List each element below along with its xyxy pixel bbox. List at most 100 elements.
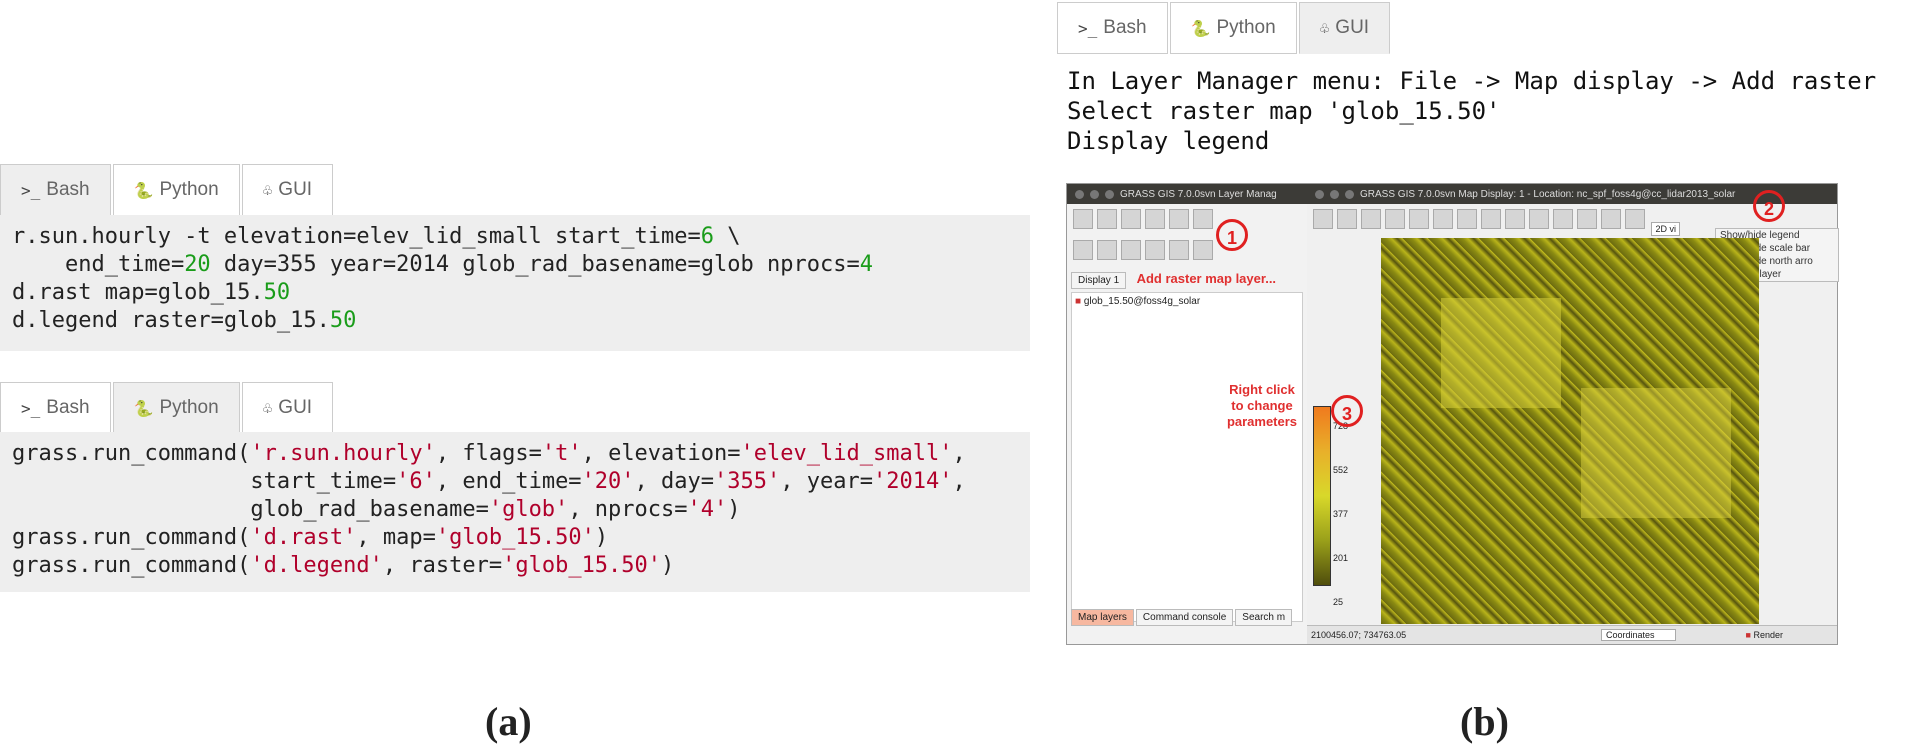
tab-bash[interactable]: >_Bash bbox=[0, 164, 111, 216]
map-bright-area bbox=[1581, 388, 1731, 518]
window-title: GRASS GIS 7.0.0svn Map Display: 1 - Loca… bbox=[1360, 188, 1736, 200]
display-icon[interactable] bbox=[1313, 209, 1333, 229]
zoom-back-icon[interactable] bbox=[1553, 209, 1573, 229]
code-text: , flags= bbox=[435, 441, 542, 466]
menu-show-legend[interactable]: Show/hide legend bbox=[1720, 230, 1800, 241]
tab-gui-label: GUI bbox=[278, 179, 313, 200]
tab-gui[interactable]: ♧GUI bbox=[241, 164, 334, 216]
grass-icon: ♧ bbox=[262, 398, 273, 418]
map-bright-area bbox=[1441, 298, 1561, 408]
render-checkbox[interactable]: ■ Render bbox=[1746, 630, 1783, 640]
layer-item[interactable]: glob_15.50@foss4g_solar bbox=[1083, 296, 1201, 307]
tab-bash[interactable]: >_Bash bbox=[0, 382, 111, 434]
toolbar-button[interactable] bbox=[1145, 209, 1165, 229]
code-text: , end_time= bbox=[435, 469, 582, 494]
render-icon[interactable] bbox=[1337, 209, 1357, 229]
analyze-icon[interactable] bbox=[1601, 209, 1621, 229]
instructions: In Layer Manager menu: File -> Map displ… bbox=[1067, 66, 1876, 156]
bash-code-block: r.sun.hourly -t elevation=elev_lid_small… bbox=[0, 215, 1030, 351]
tab-python-label: Python bbox=[1216, 17, 1276, 38]
gui-tabset-b: >_Bash 🐍Python ♧GUI bbox=[1057, 2, 1392, 54]
menu-show-north-arrow[interactable]: Show/hide north arro bbox=[1720, 256, 1813, 267]
coordinates-readout: 2100456.07; 734763.05 bbox=[1311, 630, 1407, 640]
erase-icon[interactable] bbox=[1361, 209, 1381, 229]
code-text: , year= bbox=[780, 469, 873, 494]
tab-python-label: Python bbox=[159, 179, 219, 200]
view-mode-select[interactable]: 2D vi bbox=[1651, 222, 1680, 236]
python-icon: 🐍 bbox=[133, 398, 154, 418]
code-string: 'glob_15.50' bbox=[435, 525, 595, 550]
code-string: '6' bbox=[396, 469, 436, 494]
toolbar-button[interactable] bbox=[1145, 240, 1165, 260]
decoration-icon[interactable] bbox=[1625, 209, 1645, 229]
instruction-line: Select raster map 'glob_15.50' bbox=[1067, 97, 1501, 125]
layer-manager-window: GRASS GIS 7.0.0svn Layer Manag Display 1… bbox=[1067, 184, 1308, 644]
tab-bash-label: Bash bbox=[46, 179, 90, 200]
query-icon[interactable] bbox=[1409, 209, 1429, 229]
tab-python[interactable]: 🐍Python bbox=[112, 164, 240, 216]
code-number: 50 bbox=[263, 280, 291, 305]
code-text: start_time= bbox=[12, 469, 397, 494]
toolbar-button[interactable] bbox=[1073, 209, 1093, 229]
toolbar-button[interactable] bbox=[1193, 209, 1213, 229]
tab-display-1[interactable]: Display 1 bbox=[1071, 272, 1127, 289]
tab-python[interactable]: 🐍Python bbox=[1169, 2, 1297, 54]
terminal-icon: >_ bbox=[21, 180, 41, 200]
zoom-out-icon[interactable] bbox=[1481, 209, 1501, 229]
tab-python[interactable]: 🐍Python bbox=[112, 382, 240, 434]
tab-bash-label: Bash bbox=[1103, 17, 1147, 38]
terminal-icon: >_ bbox=[1078, 18, 1098, 38]
code-string: '2014' bbox=[872, 469, 953, 494]
checkbox-icon[interactable]: ■ bbox=[1075, 296, 1082, 307]
code-text: ) bbox=[727, 497, 741, 522]
toolbar-button[interactable] bbox=[1121, 209, 1141, 229]
add-raster-button[interactable] bbox=[1169, 209, 1189, 229]
toolbar-button[interactable] bbox=[1193, 240, 1213, 260]
menu-show-scale-bar[interactable]: Show/hide scale bar bbox=[1720, 243, 1811, 254]
grass-icon: ♧ bbox=[1319, 18, 1330, 38]
zoom-region-icon[interactable] bbox=[1529, 209, 1549, 229]
tab-gui[interactable]: ♧GUI bbox=[241, 382, 334, 434]
code-text: d.rast map=glob_15. bbox=[12, 280, 264, 305]
code-string: '20' bbox=[581, 469, 635, 494]
bash-tabset-a1: >_Bash 🐍Python ♧GUI bbox=[0, 164, 335, 216]
toolbar-button[interactable] bbox=[1169, 240, 1189, 260]
toolbar-button[interactable] bbox=[1097, 240, 1117, 260]
pan-icon[interactable] bbox=[1433, 209, 1453, 229]
legend-tick: 552 bbox=[1333, 465, 1349, 475]
python-code-block: grass.run_command('r.sun.hourly', flags=… bbox=[0, 432, 1030, 592]
tab-gui[interactable]: ♧GUI bbox=[1298, 2, 1391, 54]
toolbar-button[interactable] bbox=[1097, 209, 1117, 229]
right-click-hint: Right click to change parameters bbox=[1226, 382, 1298, 429]
raster-map[interactable] bbox=[1381, 238, 1759, 624]
code-string: 'r.sun.hourly' bbox=[250, 441, 436, 466]
map-display-titlebar: GRASS GIS 7.0.0svn Map Display: 1 - Loca… bbox=[1307, 184, 1837, 204]
pointer-icon[interactable] bbox=[1385, 209, 1405, 229]
code-text: , nprocs= bbox=[568, 497, 688, 522]
caption-b: (b) bbox=[1460, 699, 1509, 744]
toolbar-button[interactable] bbox=[1073, 240, 1093, 260]
code-string: 'glob_15.50' bbox=[502, 553, 662, 578]
tab-bash-label: Bash bbox=[46, 397, 90, 418]
code-number: 4 bbox=[859, 252, 873, 277]
tab-map-layers[interactable]: Map layers bbox=[1071, 609, 1134, 626]
tab-gui-label: GUI bbox=[278, 397, 313, 418]
python-icon: 🐍 bbox=[1190, 18, 1211, 38]
zoom-extent-icon[interactable] bbox=[1505, 209, 1525, 229]
window-title: GRASS GIS 7.0.0svn Layer Manag bbox=[1120, 188, 1277, 200]
toolbar-button[interactable] bbox=[1121, 240, 1141, 260]
code-text: , elevation= bbox=[581, 441, 741, 466]
status-mode-select[interactable]: Coordinates bbox=[1601, 629, 1676, 641]
zoom-menu-icon[interactable] bbox=[1577, 209, 1597, 229]
caption-a: (a) bbox=[485, 699, 532, 744]
python-tabset-a2: >_Bash 🐍Python ♧GUI bbox=[0, 382, 335, 434]
instruction-line: Display legend bbox=[1067, 127, 1270, 155]
tab-bash[interactable]: >_Bash bbox=[1057, 2, 1168, 54]
tab-gui-label: GUI bbox=[1335, 17, 1370, 38]
tab-search-modules[interactable]: Search m bbox=[1235, 609, 1293, 626]
zoom-in-icon[interactable] bbox=[1457, 209, 1477, 229]
tab-command-console[interactable]: Command console bbox=[1135, 609, 1234, 626]
layer-tree: ■ glob_15.50@foss4g_solar bbox=[1071, 292, 1303, 622]
layer-manager-titlebar: GRASS GIS 7.0.0svn Layer Manag bbox=[1067, 184, 1307, 204]
legend-tick: 377 bbox=[1333, 509, 1349, 519]
